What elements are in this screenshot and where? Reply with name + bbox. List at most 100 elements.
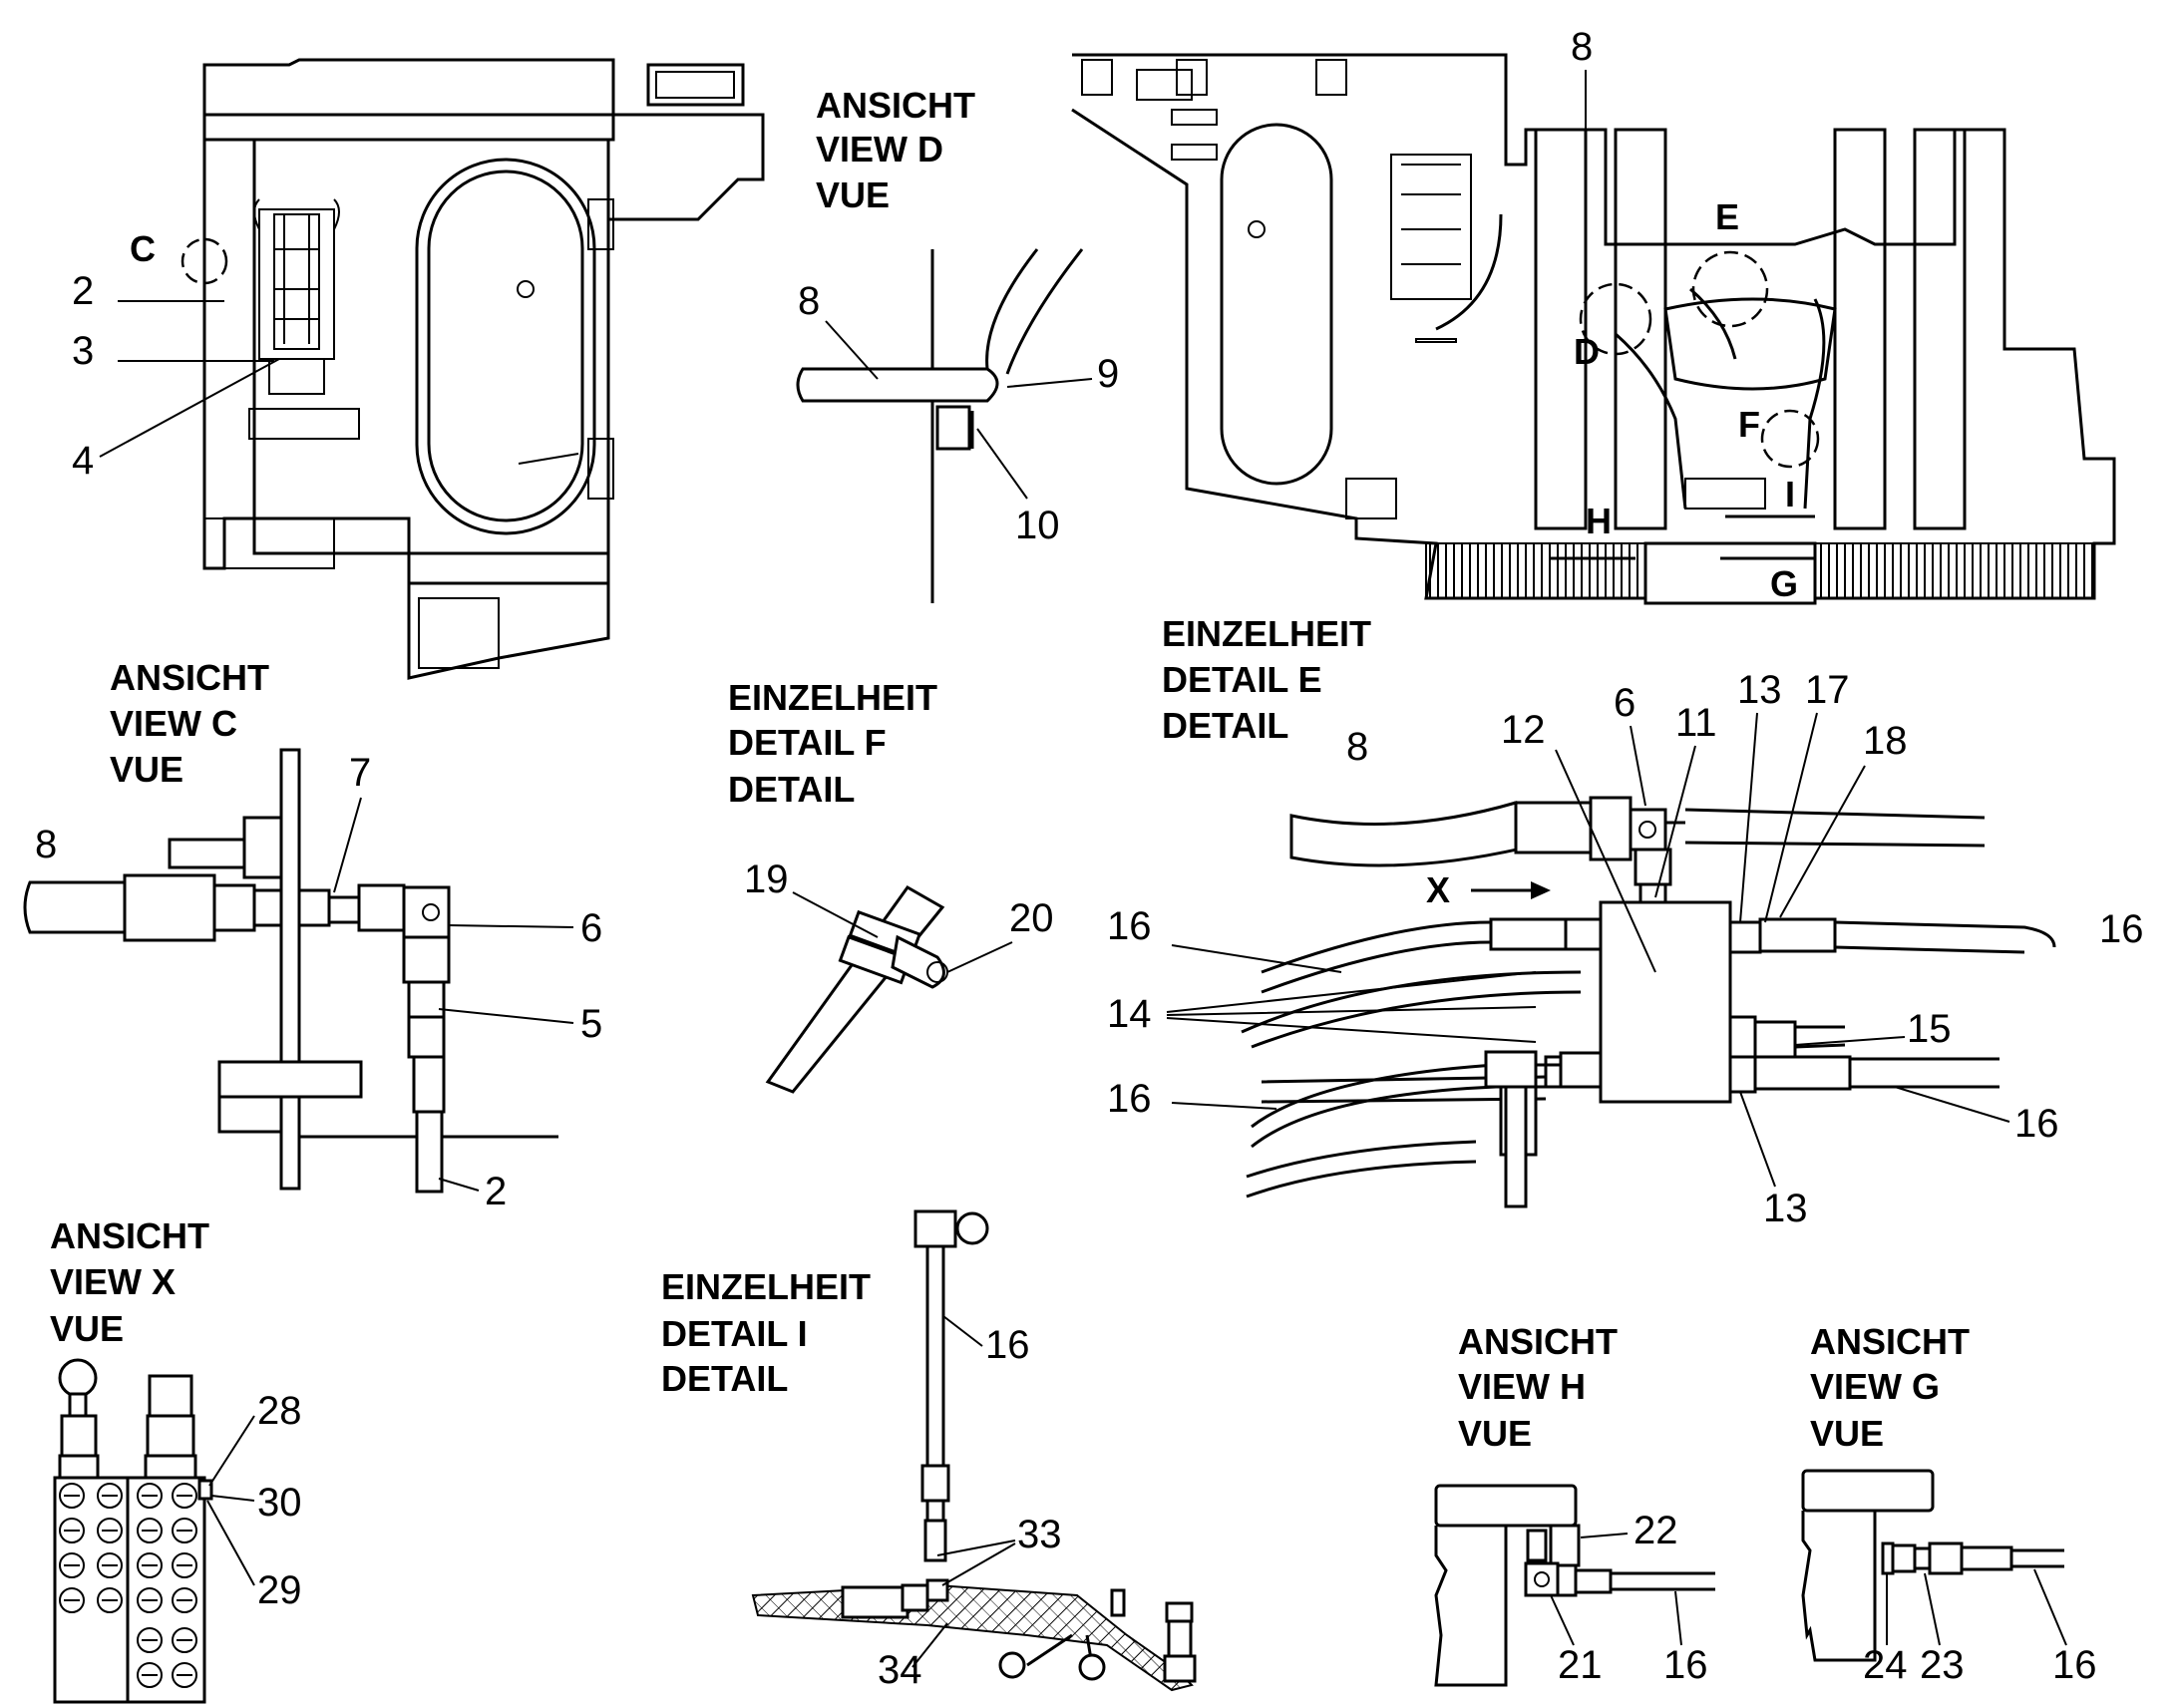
callout-detail-i-16: 16 bbox=[985, 1323, 1030, 1367]
callout-view-d-9: 9 bbox=[1097, 352, 1119, 396]
callout-detail-e-X: X bbox=[1426, 869, 1450, 910]
view-x-title-3: VUE bbox=[50, 1308, 124, 1349]
detail-i-title-3: DETAIL bbox=[661, 1358, 788, 1399]
callout-view-x-29: 29 bbox=[257, 1568, 302, 1612]
callout-view-x-30: 30 bbox=[257, 1481, 302, 1525]
port-hole bbox=[137, 1483, 163, 1509]
view-h: ANSICHT VIEW H VUE 22 21 16 bbox=[1434, 1321, 1715, 1687]
callout-main-2: 2 bbox=[72, 269, 94, 313]
view-h-title-2: VIEW H bbox=[1458, 1366, 1586, 1407]
callout-view-x-28: 28 bbox=[257, 1389, 302, 1433]
view-c: ANSICHT VIEW C VUE 8 7 6 5 2 bbox=[23, 657, 602, 1213]
port-hole bbox=[137, 1552, 163, 1578]
view-x-title-2: VIEW X bbox=[50, 1261, 176, 1302]
callout-main-C: C bbox=[130, 228, 156, 269]
port-hole bbox=[172, 1587, 197, 1613]
detail-e-title-2: DETAIL E bbox=[1162, 659, 1322, 700]
view-g-title-2: VIEW G bbox=[1810, 1366, 1940, 1407]
callout-detail-e-11: 11 bbox=[1675, 701, 1717, 745]
callout-detail-e-15: 15 bbox=[1907, 1007, 1952, 1051]
port-hole bbox=[59, 1483, 85, 1509]
port-hole bbox=[137, 1587, 163, 1613]
detail-i-title-1: EINZELHEIT bbox=[661, 1266, 871, 1307]
port-hole bbox=[137, 1662, 163, 1688]
view-g: ANSICHT VIEW G VUE 24 23 16 bbox=[1801, 1321, 2097, 1687]
view-d-title-1: ANSICHT bbox=[816, 85, 975, 126]
callout-detail-e-13-top: 13 bbox=[1737, 668, 1782, 712]
callout-view-c-2: 2 bbox=[485, 1170, 507, 1213]
callout-main-G: G bbox=[1770, 563, 1798, 604]
detail-c-circle bbox=[181, 237, 228, 285]
view-c-title-3: VUE bbox=[110, 749, 183, 790]
port-hole bbox=[97, 1552, 123, 1578]
callout-detail-e-6: 6 bbox=[1614, 681, 1635, 725]
callout-main-8: 8 bbox=[1571, 25, 1593, 69]
port-hole bbox=[97, 1483, 123, 1509]
detail-f: EINZELHEIT DETAIL F DETAIL 19 20 bbox=[728, 677, 1054, 1094]
callout-detail-e-16-lower-left: 16 bbox=[1107, 1077, 1152, 1121]
port-hole bbox=[137, 1627, 163, 1653]
callout-view-g-16: 16 bbox=[2052, 1643, 2097, 1687]
detail-f-title-2: DETAIL F bbox=[728, 722, 887, 763]
view-c-title-2: VIEW C bbox=[110, 703, 237, 744]
callout-main-H: H bbox=[1586, 501, 1612, 541]
port-hole bbox=[172, 1552, 197, 1578]
callout-detail-e-17: 17 bbox=[1805, 668, 1850, 712]
port-hole bbox=[137, 1518, 163, 1543]
port-hole bbox=[59, 1552, 85, 1578]
callout-main-I: I bbox=[1785, 474, 1795, 514]
callout-view-h-16: 16 bbox=[1663, 1643, 1708, 1687]
callout-view-g-23: 23 bbox=[1920, 1643, 1965, 1687]
callout-detail-e-12: 12 bbox=[1501, 708, 1546, 752]
view-g-title-1: ANSICHT bbox=[1810, 1321, 1970, 1362]
port-hole bbox=[172, 1627, 197, 1653]
callout-view-d-10: 10 bbox=[1015, 504, 1060, 547]
view-h-title-1: ANSICHT bbox=[1458, 1321, 1618, 1362]
view-x: ANSICHT VIEW X VUE 28 30 29 bbox=[50, 1215, 302, 1704]
callout-view-h-21: 21 bbox=[1558, 1643, 1603, 1687]
callout-detail-f-20: 20 bbox=[1009, 896, 1054, 940]
callout-main-D: D bbox=[1574, 331, 1600, 372]
callout-view-c-8: 8 bbox=[35, 823, 57, 866]
callout-detail-e-18: 18 bbox=[1863, 719, 1908, 763]
detail-e-title-3: DETAIL bbox=[1162, 705, 1288, 746]
view-d-title-3: VUE bbox=[816, 174, 890, 215]
callout-detail-e-16-upper-right: 16 bbox=[2099, 907, 2144, 951]
detail-e-title-1: EINZELHEIT bbox=[1162, 613, 1371, 654]
port-hole bbox=[97, 1587, 123, 1613]
view-d-title-2: VIEW D bbox=[816, 129, 943, 170]
callout-detail-e-16-lower-right: 16 bbox=[2014, 1102, 2059, 1146]
callout-detail-f-19: 19 bbox=[744, 857, 789, 901]
view-h-title-3: VUE bbox=[1458, 1413, 1532, 1454]
callout-detail-e-13-bottom: 13 bbox=[1763, 1187, 1808, 1230]
callout-main-4: 4 bbox=[72, 439, 94, 483]
callout-view-h-22: 22 bbox=[1634, 1509, 1678, 1552]
callout-main-F: F bbox=[1738, 404, 1760, 445]
port-hole bbox=[172, 1518, 197, 1543]
callout-view-c-7: 7 bbox=[349, 751, 371, 795]
callout-main-E: E bbox=[1715, 196, 1739, 237]
view-g-title-3: VUE bbox=[1810, 1413, 1884, 1454]
main-right-assembly: 8 E D F I H G bbox=[1071, 25, 2116, 605]
detail-f-title-3: DETAIL bbox=[728, 769, 855, 810]
view-d: ANSICHT VIEW D VUE 8 9 10 bbox=[796, 85, 1119, 603]
detail-i: EINZELHEIT DETAIL I DETAIL 16 33 34 bbox=[661, 1209, 1197, 1692]
detail-f-title-1: EINZELHEIT bbox=[728, 677, 937, 718]
callout-detail-i-34: 34 bbox=[878, 1648, 922, 1692]
callout-detail-e-16-upper-left: 16 bbox=[1107, 904, 1152, 948]
port-hole bbox=[59, 1587, 85, 1613]
callout-detail-e-8: 8 bbox=[1346, 725, 1368, 769]
detail-e: EINZELHEIT DETAIL E DETAIL bbox=[1107, 613, 2144, 1230]
port-hole bbox=[172, 1662, 197, 1688]
view-c-title-1: ANSICHT bbox=[110, 657, 269, 698]
view-x-title-1: ANSICHT bbox=[50, 1215, 209, 1256]
port-hole bbox=[97, 1518, 123, 1543]
callout-view-g-24: 24 bbox=[1863, 1643, 1908, 1687]
callout-main-3: 3 bbox=[72, 329, 94, 373]
detail-i-title-2: DETAIL I bbox=[661, 1313, 808, 1354]
main-left-assembly: C 2 3 4 bbox=[72, 58, 765, 680]
callout-view-d-8: 8 bbox=[798, 279, 820, 323]
callout-detail-e-14: 14 bbox=[1107, 992, 1152, 1036]
callout-view-c-5: 5 bbox=[580, 1002, 602, 1046]
